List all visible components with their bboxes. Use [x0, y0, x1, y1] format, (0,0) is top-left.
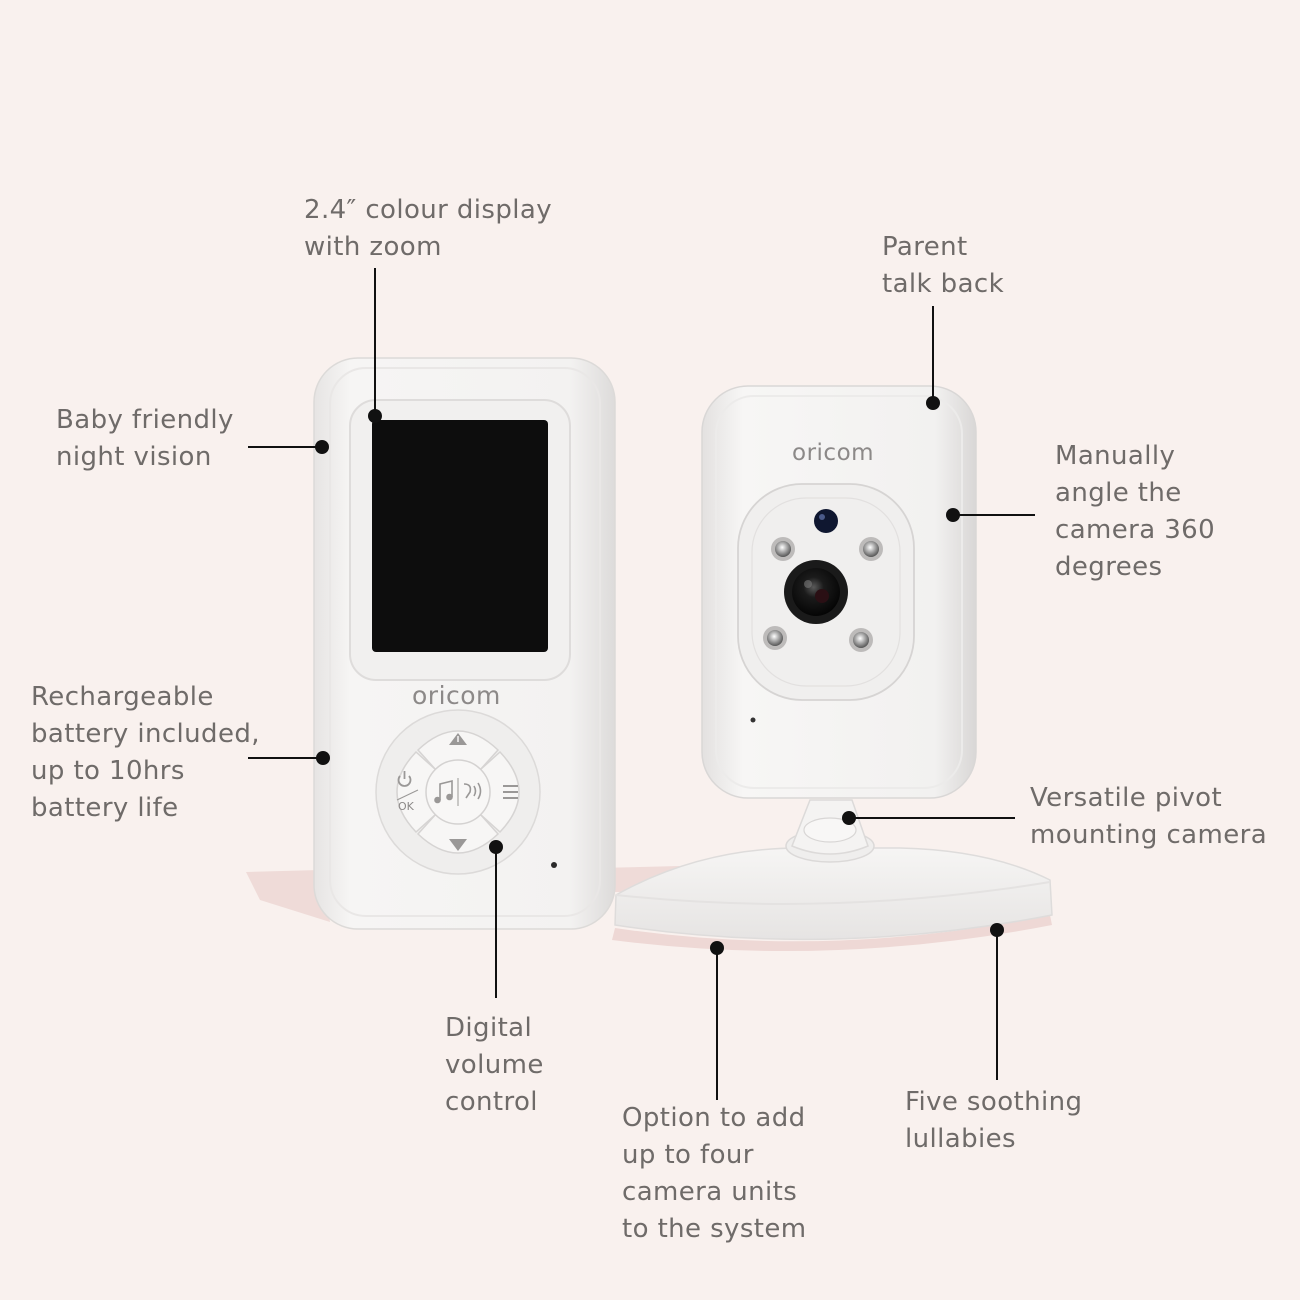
leader-dots — [315, 396, 1004, 955]
monitor-brand-logo: oricom — [412, 681, 501, 710]
lullaby-talk-icon — [434, 778, 482, 806]
device-shadows — [246, 866, 1052, 952]
baby-camera — [614, 385, 1053, 941]
camera-mic-hole — [750, 717, 756, 723]
control-pad — [375, 709, 541, 875]
light-sensor — [814, 509, 838, 533]
camera-brand-logo: oricom — [792, 440, 875, 466]
menu-icon — [503, 785, 518, 799]
down-arrow-icon — [449, 839, 467, 851]
camera-base — [614, 847, 1053, 941]
monitor-screen — [372, 420, 548, 652]
ir-leds — [763, 537, 883, 652]
ok-key-label: OK — [398, 800, 414, 813]
parent-monitor — [313, 357, 616, 930]
leader-lines — [248, 268, 1035, 1100]
microphone-hole — [551, 862, 557, 868]
power-icon — [396, 771, 419, 801]
